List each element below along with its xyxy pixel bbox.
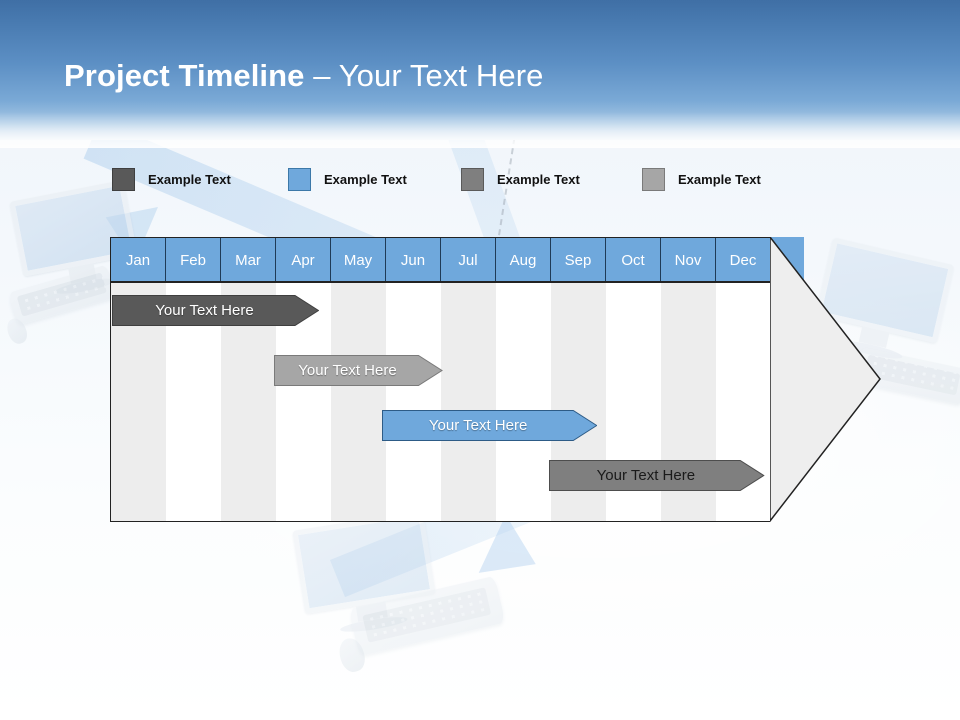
legend-item[interactable]: Example Text <box>461 168 580 191</box>
legend-item-label: Example Text <box>497 172 580 187</box>
timeline-task-label: Your Text Here <box>428 417 528 434</box>
timeline-month-header-feb[interactable]: Feb <box>166 238 221 282</box>
timeline-task-label: Your Text Here <box>155 302 254 319</box>
legend-swatch-icon <box>642 168 665 191</box>
timeline-month-header-jun[interactable]: Jun <box>386 238 441 282</box>
timeline-column-feb: Feb <box>166 238 221 521</box>
timeline-task-bar-shape <box>274 355 443 386</box>
legend-swatch-icon <box>461 168 484 191</box>
timeline-month-header-mar[interactable]: Mar <box>221 238 276 282</box>
timeline-task-label: Your Text Here <box>298 362 397 379</box>
legend: Example Text Example Text Example Text Exam… <box>112 168 812 194</box>
timeline-task-bar[interactable]: Your Text Here <box>112 295 319 326</box>
timeline-arrow-point-shape <box>770 237 881 522</box>
header-band-fade <box>0 112 960 148</box>
timeline-arrow-point <box>770 237 882 522</box>
timeline-task-label: Your Text Here <box>596 467 696 484</box>
timeline-column-jul: Jul <box>441 238 496 521</box>
legend-swatch-icon <box>288 168 311 191</box>
timeline-month-header-jan[interactable]: Jan <box>111 238 166 282</box>
timeline-month-header-oct[interactable]: Oct <box>606 238 661 282</box>
timeline-month-header-jul[interactable]: Jul <box>441 238 496 282</box>
legend-item-label: Example Text <box>148 172 231 187</box>
timeline-month-header-sep[interactable]: Sep <box>551 238 606 282</box>
timeline-column-aug: Aug <box>496 238 551 521</box>
legend-swatch-icon <box>112 168 135 191</box>
page-title-light: – Your Text Here <box>304 58 544 93</box>
legend-item[interactable]: Example Text <box>642 168 761 191</box>
page-title-bold: Project Timeline <box>64 58 305 93</box>
timeline-header-underline <box>110 281 770 283</box>
timeline-month-header-dec[interactable]: Dec <box>716 238 771 282</box>
timeline-task-bar[interactable]: Your Text Here <box>549 460 765 491</box>
timeline-task-bar-shape <box>549 460 765 491</box>
timeline-month-header-nov[interactable]: Nov <box>661 238 716 282</box>
timeline-task-bar[interactable]: Your Text Here <box>381 410 597 441</box>
timeline-task-bar[interactable]: Your Text Here <box>274 355 443 386</box>
timeline-task-bar-shape <box>112 295 319 326</box>
timeline-month-header-apr[interactable]: Apr <box>276 238 331 282</box>
timeline-month-header-aug[interactable]: Aug <box>496 238 551 282</box>
timeline-month-header-may[interactable]: May <box>331 238 386 282</box>
legend-item[interactable]: Example Text <box>288 168 407 191</box>
timeline-task-bar-shape <box>381 410 597 441</box>
legend-item-label: Example Text <box>324 172 407 187</box>
timeline-column-mar: Mar <box>221 238 276 521</box>
timeline-column-jan: Jan <box>111 238 166 521</box>
legend-item[interactable]: Example Text <box>112 168 231 191</box>
legend-item-label: Example Text <box>678 172 761 187</box>
page-title: Project Timeline – Your Text Here <box>64 58 543 94</box>
